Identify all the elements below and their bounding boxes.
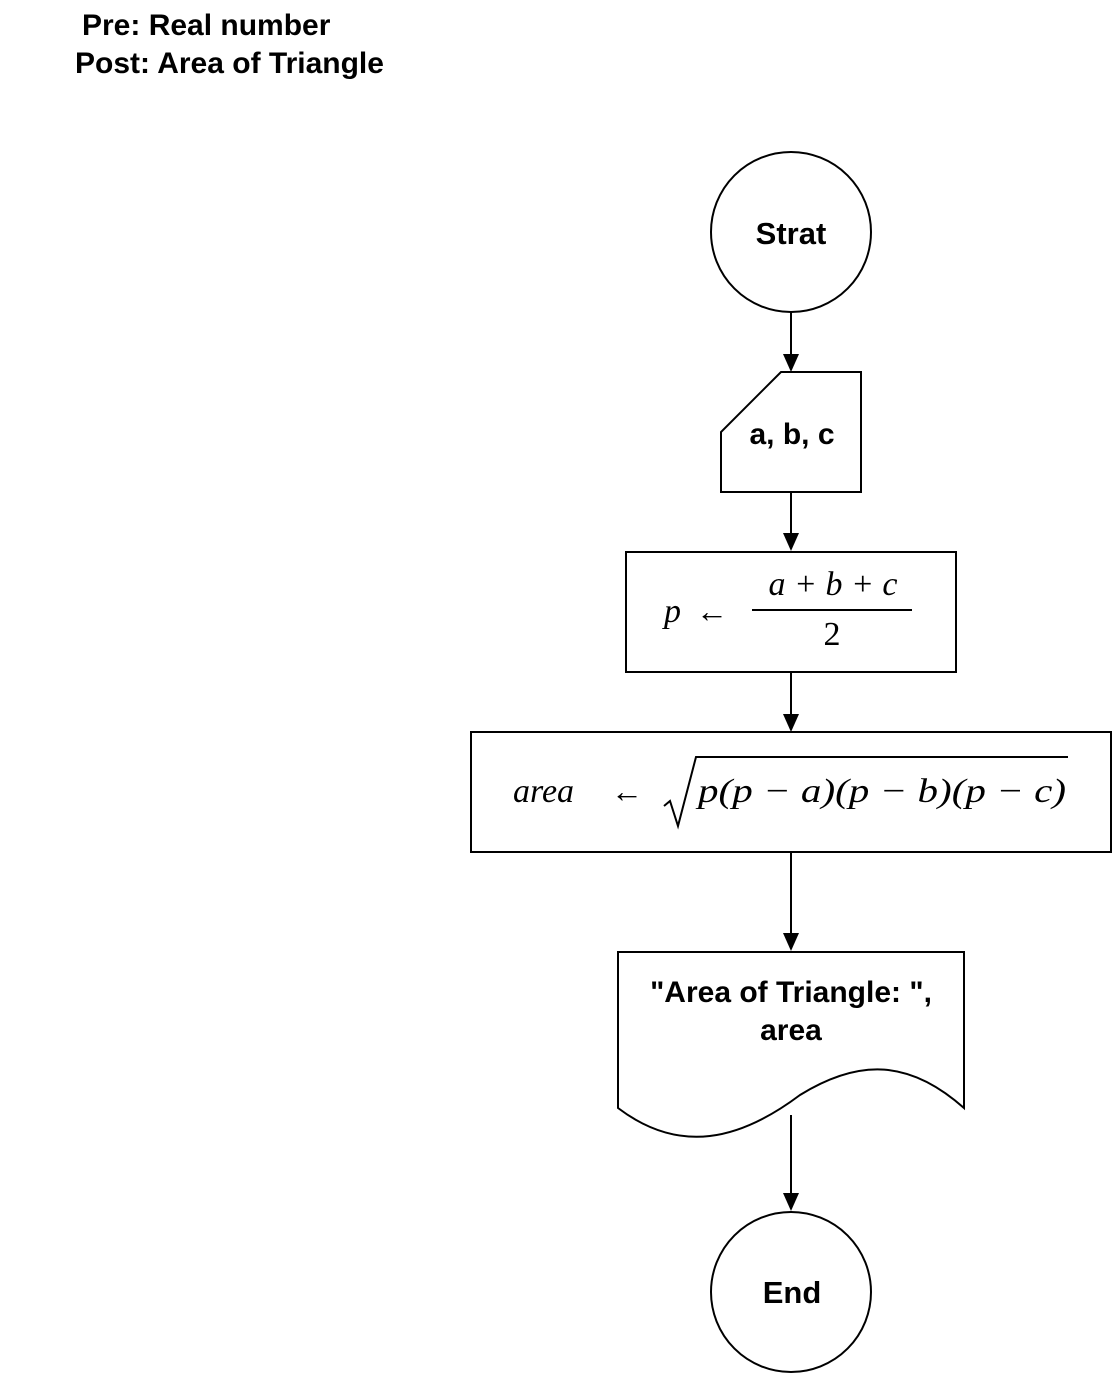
- output-document-shape: [617, 951, 965, 1138]
- precondition-text: Pre: Real number: [82, 9, 331, 42]
- process-area-node[interactable]: area ← p(p − a)(p − b)(p − c): [470, 731, 1112, 853]
- radicand: p(p − a)(p − b)(p − c): [696, 773, 1066, 810]
- start-node[interactable]: Strat: [710, 151, 872, 313]
- assign-arrow: ←: [611, 773, 643, 809]
- arrowhead: [783, 1193, 799, 1211]
- end-node[interactable]: End: [710, 1211, 872, 1373]
- edges: [783, 312, 799, 1211]
- p-denominator: 2: [824, 616, 841, 653]
- start-circle: [710, 151, 872, 313]
- input-label: a, b, c: [749, 418, 834, 451]
- postcondition-text: Post: Area of Triangle: [75, 47, 384, 80]
- output-line-2: area: [760, 1014, 822, 1047]
- arrowhead: [783, 933, 799, 951]
- assign-arrow: ←: [696, 593, 728, 629]
- p-numerator: a + b + c: [769, 566, 898, 603]
- area-variable: area: [513, 773, 574, 810]
- process-p-box: [625, 551, 957, 673]
- sqrt-radical: [663, 756, 1068, 830]
- arrowhead: [783, 354, 799, 372]
- input-node[interactable]: a, b, c: [720, 371, 862, 493]
- end-circle: [710, 1211, 872, 1373]
- arrowhead: [783, 533, 799, 551]
- arrowhead: [783, 714, 799, 732]
- input-shape: [720, 371, 862, 493]
- output-line-1: "Area of Triangle: ",: [650, 976, 932, 1009]
- process-area-box: [470, 731, 1112, 853]
- end-label: End: [763, 1275, 822, 1310]
- output-node[interactable]: "Area of Triangle: ", area: [617, 951, 965, 1138]
- start-label: Strat: [756, 216, 827, 251]
- p-variable: p: [662, 593, 681, 630]
- process-p-node[interactable]: p ← a + b + c 2: [625, 551, 957, 673]
